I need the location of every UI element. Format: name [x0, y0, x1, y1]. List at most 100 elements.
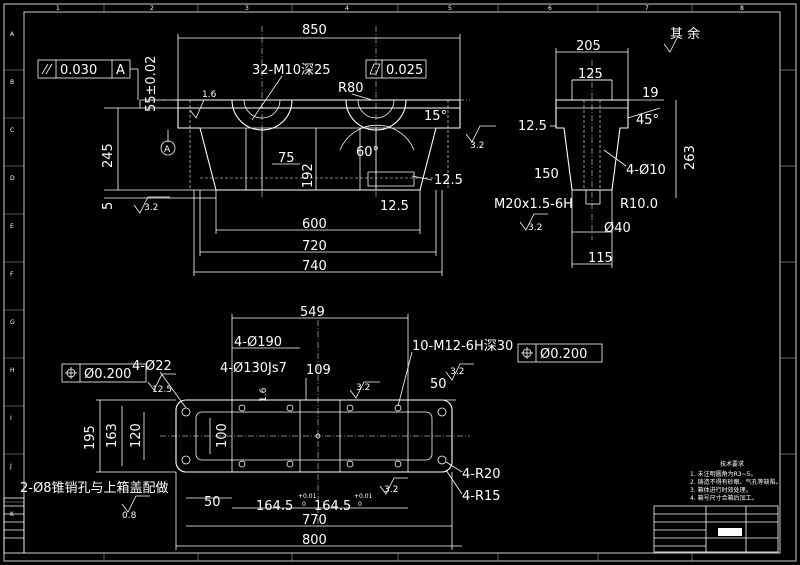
roughness-symbol — [349, 381, 380, 399]
flatness-tolerance: 0.025 — [386, 63, 423, 78]
zone-letter: B — [10, 79, 14, 86]
zone-letter: F — [10, 271, 14, 278]
radius-r10: R10.0 — [620, 197, 658, 212]
angle-15: 15° — [424, 109, 447, 124]
dim-19: 19 — [642, 86, 659, 101]
dim-50-bottom: 50 — [204, 495, 221, 510]
dim-163: 163 — [105, 423, 120, 448]
dim-5: 5 — [101, 202, 116, 210]
roughness-symbol — [465, 125, 496, 143]
tol-lower-b: 0 — [358, 501, 362, 508]
dim-192: 192 — [301, 163, 316, 188]
dim-base-600: 600 — [302, 217, 327, 232]
pin-hole-note: 2-Ø8锥销孔与上箱盖配做 — [20, 480, 168, 496]
roughness-symbol — [379, 477, 408, 495]
roughness-12-5-plan: 12.5 — [152, 385, 172, 395]
parallelism-datum: A — [116, 63, 125, 78]
zone-number: 3 — [245, 5, 249, 12]
roughness-symbol — [663, 35, 679, 53]
dim-12-5-drain: 12.5 — [434, 173, 463, 188]
tech-note-line: 3. 箱体进行时效处理。 — [690, 486, 752, 494]
datum-a-symbol — [160, 140, 176, 156]
roughness-3-2-plan-a: 3.2 — [356, 383, 370, 393]
zone-number: 6 — [548, 5, 552, 12]
fcf-position-left: Ø0.200 — [61, 363, 147, 383]
dim-195: 195 — [83, 425, 98, 450]
dim-770: 770 — [302, 513, 327, 528]
fcf-position-right: Ø0.200 — [517, 343, 603, 363]
zone-number: 4 — [345, 5, 349, 12]
dim-164-5-b: 164.5 — [314, 499, 351, 514]
tech-notes-title: 技术要求 — [720, 460, 744, 468]
roughness-3-2-plan-b: 3.2 — [450, 367, 464, 377]
fcf-parallelism: 0.030 A — [37, 59, 139, 100]
zone-number: 1 — [56, 5, 60, 12]
tol-lower-a: 0 — [302, 501, 306, 508]
dim-12-5-base: 12.5 — [380, 199, 409, 214]
dim-100: 100 — [215, 423, 230, 448]
position-tolerance-right: Ø0.200 — [540, 347, 587, 362]
bolt-holes — [181, 404, 447, 468]
tech-note-line: 1. 未注明圆角为R3~5。 — [690, 470, 756, 478]
drain-plug — [585, 189, 601, 205]
roughness-0-8: 0.8 — [122, 511, 137, 521]
roughness-1-6: 1.6 — [202, 90, 217, 100]
roughness-symbol — [147, 373, 176, 391]
zone-number: 5 — [448, 5, 452, 12]
bore-radius-r80: R80 — [338, 81, 364, 96]
roughness-symbol — [445, 363, 474, 381]
tech-note-line: 2. 铸造不得有砂眼、气孔等缺陷。 — [690, 478, 782, 486]
dim-75: 75 — [278, 151, 295, 166]
roughness-symbol — [519, 213, 548, 231]
dim-115: 115 — [588, 251, 613, 266]
outer-frame — [3, 3, 797, 562]
zone-letter: E — [10, 223, 14, 230]
front-body-outline — [177, 99, 461, 191]
dim-height-245: 245 — [101, 143, 116, 168]
bore-4-d190: 4-Ø190 — [234, 335, 282, 350]
radius-4-r20: 4-R20 — [462, 467, 501, 482]
zone-ticks — [4, 4, 796, 561]
roughness-symbol — [189, 99, 216, 119]
dim-d40: Ø40 — [604, 221, 631, 236]
inner-frame — [23, 11, 781, 554]
revision-strip — [3, 497, 25, 554]
tol-upper-a: +0.01 — [298, 493, 317, 500]
dim-50-top: 50 — [430, 377, 447, 392]
dim-164-5-a: 164.5 — [256, 499, 293, 514]
zone-letter: H — [10, 367, 15, 374]
position-tolerance-left: Ø0.200 — [84, 367, 131, 382]
tol-upper-b: +0.01 — [354, 493, 373, 500]
zone-letter: K — [10, 511, 15, 518]
plan-view: 549 4-Ø190 4-Ø130Js7 109 4-Ø22 10-M12-6H… — [20, 305, 603, 550]
dim-width-125: 125 — [578, 67, 603, 82]
dim-base-740: 740 — [302, 259, 327, 274]
drain-boss — [367, 171, 415, 187]
dim-flange-55: 55±0.02 — [144, 56, 159, 112]
zone-letter: G — [10, 319, 15, 326]
zone-number: 8 — [740, 5, 744, 12]
dim-549: 549 — [300, 305, 325, 320]
roughness-3-2-right: 3.2 — [470, 141, 484, 151]
dim-height-263: 263 — [683, 145, 698, 170]
angle-45: 45° — [636, 113, 659, 128]
title-block — [653, 505, 779, 553]
zone-letter: C — [10, 127, 14, 134]
radius-4-r15: 4-R15 — [462, 489, 501, 504]
roughness-rest-label: 其 余 — [670, 26, 700, 42]
dim-width-205: 205 — [576, 39, 601, 54]
roughness-symbol — [121, 495, 150, 513]
parallelism-tolerance: 0.030 — [60, 63, 97, 78]
zone-letter: D — [10, 175, 15, 182]
tech-note-line: 4. 箱号尺寸合箱后加工。 — [690, 494, 758, 502]
zone-letter: A — [10, 31, 15, 38]
zone-letter: J — [9, 463, 12, 470]
datum-a-label: A — [164, 145, 171, 155]
dim-12-5-side: 12.5 — [518, 119, 547, 134]
dim-base-720: 720 — [302, 239, 327, 254]
zone-letter: I — [10, 415, 12, 422]
fcf-flatness: 0.025 — [365, 59, 427, 79]
front-view: 850 600 720 740 245 55±0.02 5 A 1.6 3.2 — [37, 23, 496, 276]
roughness-3-2-left: 3.2 — [144, 203, 158, 213]
